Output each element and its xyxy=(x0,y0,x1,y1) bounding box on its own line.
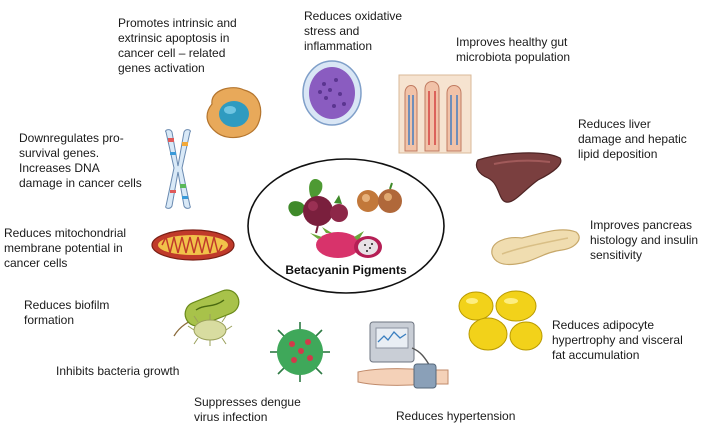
blood-pressure-monitor-icon xyxy=(356,318,452,392)
center-ellipse: Betacyanin Pigments xyxy=(246,157,446,295)
label-pancreas: Improves pancreas histology and insulin … xyxy=(590,218,699,262)
label-prosurvival: Downregulates pro- survival genes. Incre… xyxy=(19,131,142,190)
label-gut-microbiota: Improves healthy gut microbiota populati… xyxy=(456,35,571,64)
cancer-cell-icon xyxy=(202,82,266,144)
label-apoptosis: Promotes intrinsic and extrinsic apoptos… xyxy=(118,16,237,75)
liver-icon xyxy=(474,150,564,206)
dragonfruit-icon xyxy=(310,227,390,261)
adipocyte-icon xyxy=(456,290,546,354)
intestinal-villi-icon xyxy=(398,74,472,154)
fruit-icon xyxy=(356,182,412,219)
label-biofilm: Reduces biofilm formation xyxy=(24,298,110,327)
label-mitochondria: Reduces mitochondrial membrane potential… xyxy=(4,226,127,270)
label-liver: Reduces liver damage and hepatic lipid d… xyxy=(578,117,687,161)
bacteria-icon xyxy=(170,286,246,352)
label-bacteria: Inhibits bacteria growth xyxy=(56,364,180,378)
center-title: Betacyanin Pigments xyxy=(285,263,407,277)
immune-cell-icon xyxy=(300,58,364,128)
mitochondrion-icon xyxy=(150,228,236,262)
label-oxidative-stress: Reduces oxidative stress and inflammatio… xyxy=(304,9,403,53)
pancreas-icon xyxy=(488,226,584,268)
chromosome-icon xyxy=(160,128,196,210)
beetroot-icon xyxy=(282,173,352,234)
label-adipocyte: Reduces adipocyte hypertrophy and viscer… xyxy=(552,318,683,362)
virus-icon xyxy=(268,320,332,384)
label-dengue: Suppresses dengue virus infection xyxy=(194,395,301,424)
label-hypertension: Reduces hypertension xyxy=(396,409,516,423)
